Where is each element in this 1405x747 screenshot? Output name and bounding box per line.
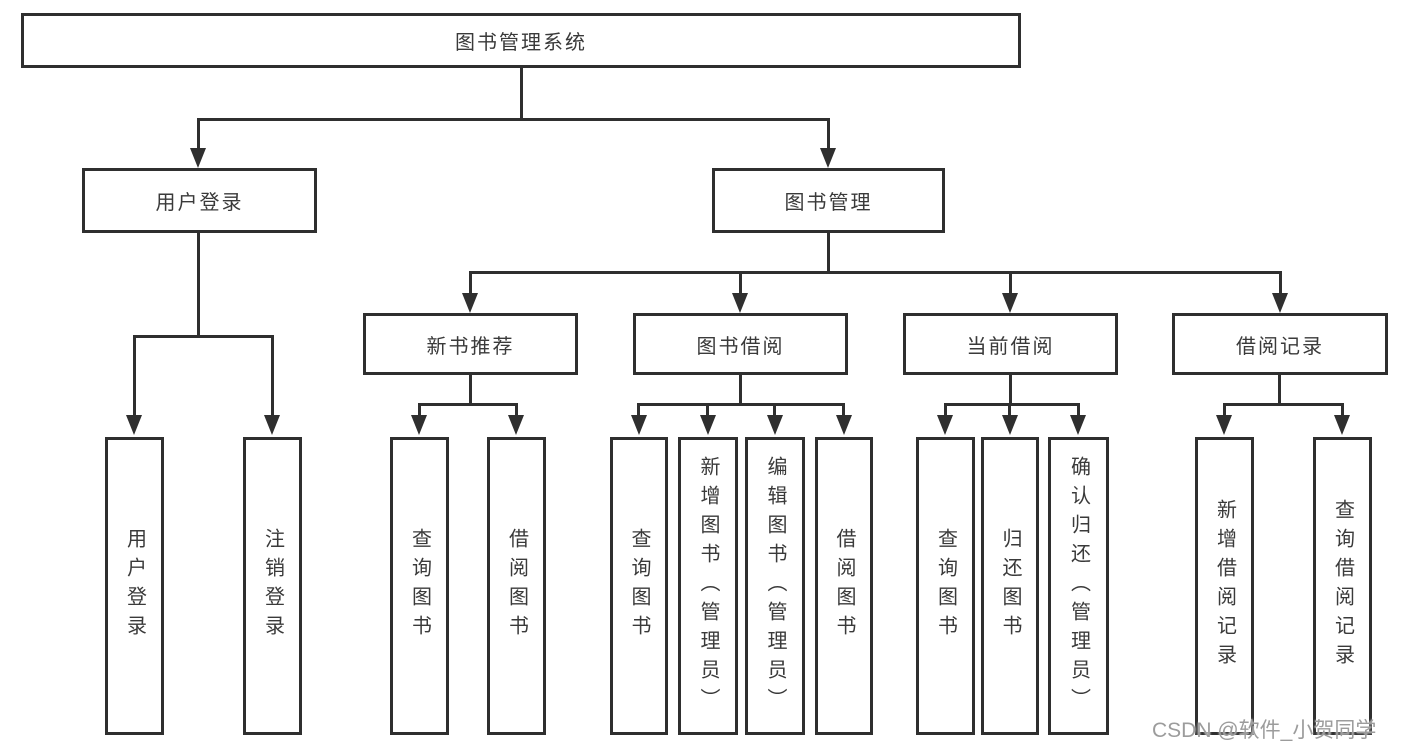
connector-line [197, 118, 830, 121]
node-user-login: 用户登录 [82, 168, 317, 233]
arrowhead-down-icon [1070, 415, 1086, 435]
leaf-nb-query-books: 查询图书 [390, 437, 449, 735]
node-label: 图书借阅 [696, 335, 785, 358]
connector-line [842, 403, 845, 419]
connector-line [827, 231, 830, 273]
connector-line [133, 335, 136, 417]
node-label: 借阅记录 [1236, 335, 1324, 358]
leaf-label: 查询图书 [408, 528, 431, 644]
arrowhead-down-icon [937, 415, 953, 435]
connector-line [637, 403, 845, 406]
connector-line [133, 335, 274, 338]
leaf-bb-add-books-admin: 新增图书（管理员） [678, 437, 738, 735]
connector-line [197, 231, 200, 337]
connector-line [271, 335, 274, 417]
node-label: 图书管理系统 [455, 32, 587, 54]
connector-line [469, 271, 472, 295]
leaf-label: 查询图书 [934, 528, 957, 644]
leaf-cb-confirm-return-admin: 确认归还（管理员） [1048, 437, 1109, 735]
node-new-book-recommend: 新书推荐 [363, 313, 578, 375]
leaf-label: 注销登录 [261, 528, 284, 644]
arrowhead-down-icon [190, 148, 206, 168]
arrowhead-down-icon [462, 293, 478, 313]
connector-line [515, 403, 518, 419]
connector-line [1009, 373, 1012, 406]
connector-line [469, 271, 1282, 274]
arrowhead-down-icon [1272, 293, 1288, 313]
node-current-borrowing: 当前借阅 [903, 313, 1118, 375]
connector-line [469, 373, 472, 406]
leaf-cb-query-books: 查询图书 [916, 437, 975, 735]
node-label: 图书管理 [784, 192, 873, 214]
connector-line [418, 403, 421, 419]
node-label: 新书推荐 [426, 335, 515, 358]
connector-line [739, 271, 742, 295]
connector-line [197, 118, 200, 150]
leaf-bb-borrow-books: 借阅图书 [815, 437, 873, 735]
leaf-br-query-record: 查询借阅记录 [1313, 437, 1372, 735]
leaf-label: 归还图书 [999, 528, 1021, 644]
connector-line [944, 403, 1080, 406]
connector-line [1341, 403, 1344, 419]
connector-line [773, 403, 776, 419]
node-book-borrowing: 图书借阅 [633, 313, 848, 375]
connector-line [418, 403, 518, 406]
arrowhead-down-icon [1002, 415, 1018, 435]
arrowhead-down-icon [1002, 293, 1018, 313]
connector-line [1077, 403, 1080, 419]
leaf-bb-edit-books-admin: 编辑图书（管理员） [745, 437, 805, 735]
connector-line [1008, 403, 1011, 419]
arrowhead-down-icon [700, 415, 716, 435]
arrowhead-down-icon [732, 293, 748, 313]
connector-line [520, 66, 523, 120]
leaf-label: 编辑图书（管理员） [764, 455, 786, 717]
connector-line [739, 373, 742, 406]
leaf-label: 借阅图书 [833, 528, 855, 644]
leaf-label: 用户登录 [123, 528, 146, 644]
arrowhead-down-icon [820, 148, 836, 168]
leaf-label: 新增借阅记录 [1213, 499, 1236, 673]
arrowhead-down-icon [508, 415, 524, 435]
arrowhead-down-icon [1334, 415, 1350, 435]
node-book-management: 图书管理 [712, 168, 945, 233]
leaf-label: 借阅图书 [505, 528, 528, 644]
arrowhead-down-icon [836, 415, 852, 435]
leaf-logout: 注销登录 [243, 437, 302, 735]
connector-line [1009, 271, 1012, 295]
node-borrowing-records: 借阅记录 [1172, 313, 1388, 375]
arrowhead-down-icon [264, 415, 280, 435]
arrowhead-down-icon [411, 415, 427, 435]
csdn-watermark: CSDN @软件_小贺同学 [1152, 719, 1377, 742]
node-label: 用户登录 [155, 192, 244, 214]
connector-line [1223, 403, 1226, 419]
leaf-label: 新增图书（管理员） [697, 455, 719, 717]
connector-line [1223, 403, 1344, 406]
node-label: 当前借阅 [966, 335, 1055, 358]
arrowhead-down-icon [631, 415, 647, 435]
connector-line [706, 403, 709, 419]
node-root-library-system: 图书管理系统 [21, 13, 1021, 68]
connector-line [1279, 271, 1282, 295]
connector-line [1278, 373, 1281, 406]
leaf-bb-query-books: 查询图书 [610, 437, 668, 735]
leaf-br-add-record: 新增借阅记录 [1195, 437, 1254, 735]
leaf-label: 确认归还（管理员） [1067, 455, 1090, 717]
connector-line [637, 403, 640, 419]
connector-line [827, 118, 830, 150]
leaf-nb-borrow-books: 借阅图书 [487, 437, 546, 735]
leaf-user-login: 用户登录 [105, 437, 164, 735]
leaf-label: 查询借阅记录 [1331, 499, 1354, 673]
arrowhead-down-icon [1216, 415, 1232, 435]
arrowhead-down-icon [767, 415, 783, 435]
connector-line [944, 403, 947, 419]
leaf-label: 查询图书 [628, 528, 650, 644]
arrowhead-down-icon [126, 415, 142, 435]
leaf-cb-return-books: 归还图书 [981, 437, 1039, 735]
